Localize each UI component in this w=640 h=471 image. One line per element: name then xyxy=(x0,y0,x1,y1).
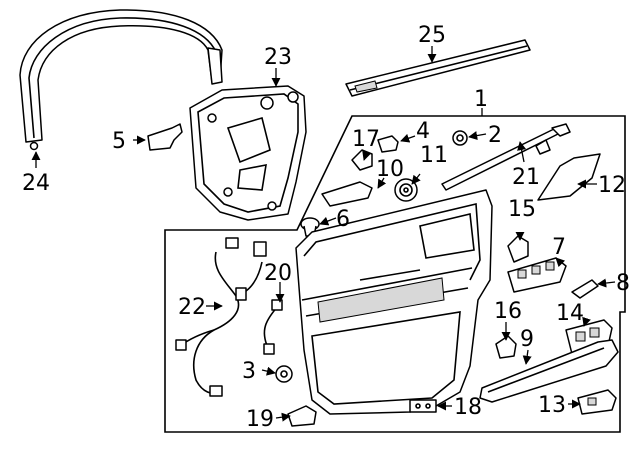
part-8-trim xyxy=(571,279,599,299)
callout-17: 17 xyxy=(352,127,380,152)
callout-2: 2 xyxy=(488,123,502,148)
callout-14: 14 xyxy=(556,301,584,326)
callout-8: 8 xyxy=(616,271,630,296)
part-25-sill-molding xyxy=(345,39,531,97)
callout-15: 15 xyxy=(508,197,536,222)
callout-11: 11 xyxy=(420,143,448,168)
part-18-plate xyxy=(409,399,437,413)
part-1-door-trim-panel xyxy=(295,189,493,415)
callout-24: 24 xyxy=(22,171,50,196)
part-7-switch-panel xyxy=(507,257,567,293)
part-10-bezel xyxy=(321,181,373,207)
callout-4: 4 xyxy=(416,119,430,144)
part-3-grommet xyxy=(275,365,293,383)
callout-22: 22 xyxy=(178,295,206,320)
callout-labels: 1 2 3 4 5 6 7 8 9 10 11 12 13 14 15 16 1… xyxy=(22,23,630,432)
part-6-clip xyxy=(300,217,320,237)
part-5-bracket xyxy=(147,123,183,151)
part-23-deflector-panel xyxy=(189,85,307,221)
part-24-frame-molding xyxy=(19,9,223,151)
callout-23: 23 xyxy=(264,45,292,70)
part-9-armrest xyxy=(479,339,619,403)
callout-20: 20 xyxy=(264,261,292,286)
callout-25: 25 xyxy=(418,23,446,48)
callout-3: 3 xyxy=(242,359,256,384)
part-17-switch xyxy=(351,149,373,171)
part-19-clip xyxy=(287,405,317,427)
callout-12: 12 xyxy=(598,173,626,198)
callout-19: 19 xyxy=(246,407,274,432)
callout-1: 1 xyxy=(474,87,488,112)
part-20-harness xyxy=(263,299,283,355)
part-15-knob xyxy=(507,235,529,263)
callout-10: 10 xyxy=(376,157,404,182)
part-22-harness xyxy=(175,237,267,397)
callout-18: 18 xyxy=(454,395,482,420)
part-4-clip xyxy=(377,135,399,153)
part-13-switch xyxy=(577,389,617,415)
part-21-belt-molding xyxy=(441,123,571,191)
leader-lines xyxy=(31,46,616,422)
callout-9: 9 xyxy=(520,327,534,352)
part-2-clip xyxy=(452,130,468,146)
callout-5: 5 xyxy=(112,129,126,154)
callout-7: 7 xyxy=(552,235,566,260)
assembly-outline xyxy=(164,115,626,433)
part-12-trim xyxy=(537,153,601,201)
callout-13: 13 xyxy=(538,393,566,418)
callout-21: 21 xyxy=(512,165,540,190)
callout-16: 16 xyxy=(494,299,522,324)
callout-6: 6 xyxy=(336,207,350,232)
